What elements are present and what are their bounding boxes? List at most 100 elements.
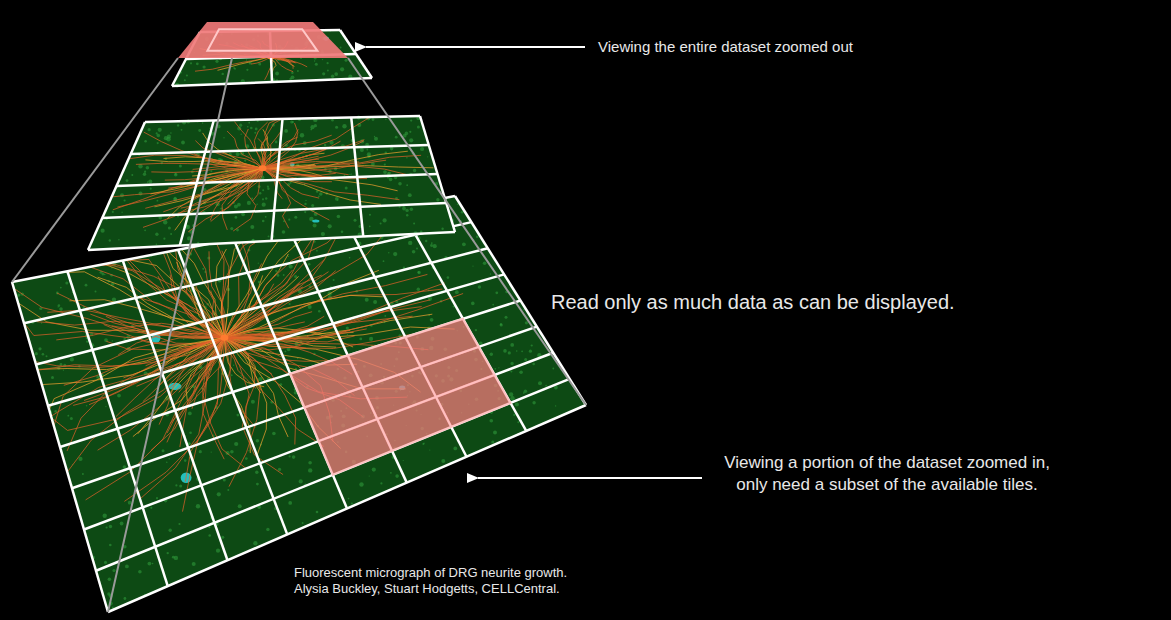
speckle — [103, 514, 107, 518]
speckle — [124, 199, 126, 201]
speckle — [152, 563, 154, 565]
speckle — [143, 173, 146, 176]
speckle — [365, 298, 369, 302]
speckle — [281, 378, 282, 379]
neurite — [54, 338, 225, 426]
speckle — [184, 459, 187, 462]
pyramid-edge — [348, 58, 586, 405]
speckle — [234, 442, 238, 446]
speckle — [380, 482, 382, 484]
speckle — [290, 121, 293, 124]
speckle — [188, 239, 189, 240]
speckle — [531, 344, 533, 346]
speckle — [478, 285, 481, 288]
cell-blob — [312, 220, 319, 223]
speckle — [138, 570, 142, 574]
neurite — [67, 338, 224, 472]
speckle — [181, 129, 183, 131]
speckle — [203, 65, 206, 68]
callout-label: Viewing the entire dataset zoomed out — [598, 38, 853, 55]
speckle — [117, 394, 121, 398]
speckle — [385, 119, 386, 120]
neurite — [263, 168, 321, 178]
speckle — [256, 483, 259, 486]
tile-grid-line — [117, 174, 438, 186]
neurite — [164, 157, 263, 169]
speckle — [308, 305, 312, 309]
speckle — [349, 257, 351, 259]
speckle — [300, 133, 304, 137]
speckle — [262, 198, 264, 200]
neurite — [167, 338, 224, 433]
speckle — [360, 148, 364, 152]
speckle — [179, 164, 182, 167]
speckle — [217, 492, 221, 496]
speckle — [265, 216, 267, 218]
speckle — [108, 577, 112, 581]
speckle — [436, 198, 439, 201]
speckle — [327, 70, 329, 72]
speckle — [157, 134, 161, 138]
speckle — [245, 457, 248, 460]
speckle — [380, 223, 382, 225]
speckle — [183, 339, 184, 340]
speckle — [297, 70, 299, 72]
cell-body — [259, 165, 267, 171]
tile-grid-line — [405, 337, 451, 427]
speckle — [258, 263, 259, 264]
speckle — [246, 69, 248, 71]
neurite — [167, 338, 224, 382]
speckle — [340, 67, 344, 71]
speckle — [227, 489, 229, 491]
speckle — [494, 368, 496, 370]
neurite — [14, 288, 225, 337]
neurite — [228, 168, 263, 204]
speckle — [476, 235, 479, 238]
speckle — [373, 300, 377, 304]
speckle — [290, 182, 292, 184]
speckle — [395, 474, 399, 478]
speckle — [472, 266, 473, 267]
speckle — [262, 203, 266, 207]
speckle — [513, 414, 515, 416]
neurite — [201, 168, 263, 202]
speckle — [196, 62, 199, 65]
speckle — [369, 475, 370, 476]
speckle — [515, 403, 519, 407]
speckle — [390, 472, 392, 474]
speckle — [327, 62, 329, 64]
speckle — [164, 136, 168, 140]
speckle — [283, 274, 285, 276]
speckle — [408, 193, 412, 197]
speckle — [231, 374, 233, 376]
speckle — [174, 173, 178, 177]
speckle — [461, 211, 464, 214]
speckle — [275, 72, 279, 76]
speckle — [60, 287, 62, 289]
speckle — [163, 220, 167, 224]
neurite — [245, 129, 263, 168]
speckle — [86, 405, 88, 407]
speckle — [416, 247, 418, 249]
speckle — [166, 461, 168, 463]
speckle — [409, 131, 411, 133]
speckle — [267, 188, 269, 190]
speckle — [500, 323, 503, 326]
speckle — [169, 529, 172, 532]
neurite — [224, 283, 299, 337]
speckle — [545, 385, 547, 387]
speckle — [67, 415, 69, 417]
speckle — [251, 400, 255, 404]
speckle — [524, 390, 528, 394]
neurite — [263, 166, 411, 176]
speckle — [70, 417, 73, 420]
speckle — [208, 534, 211, 537]
speckle — [248, 450, 249, 451]
neurite — [263, 119, 279, 168]
neurite — [224, 270, 379, 337]
speckle — [291, 72, 293, 74]
speckle — [341, 231, 344, 234]
speckle — [144, 229, 146, 231]
speckle — [250, 225, 254, 229]
speckle — [262, 189, 264, 191]
